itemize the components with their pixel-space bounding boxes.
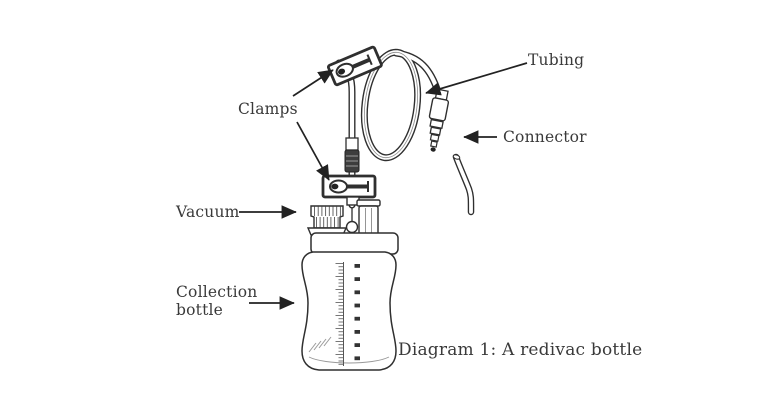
graduation-scale <box>308 262 360 366</box>
connector-drawing <box>428 88 450 152</box>
drain-tube <box>452 153 475 216</box>
label-vacuum: Vacuum <box>176 203 240 221</box>
clamps-arrow-lower <box>296 121 330 181</box>
bottle-port <box>356 199 381 238</box>
label-tubing: Tubing <box>528 51 585 69</box>
label-clamps: Clamps <box>238 100 298 118</box>
clamps-arrow-upper <box>292 69 334 97</box>
label-collection-bottle: Collection bottle <box>176 283 258 320</box>
tubing-arrow <box>425 62 528 96</box>
vacuum-indicator <box>306 205 348 236</box>
bottom-clamp <box>321 174 377 206</box>
figure-caption: Diagram 1: A redivac bottle <box>398 340 643 360</box>
tube-joint <box>344 137 360 173</box>
label-connector: Connector <box>503 128 587 146</box>
collection-bottle-drawing <box>301 232 399 371</box>
